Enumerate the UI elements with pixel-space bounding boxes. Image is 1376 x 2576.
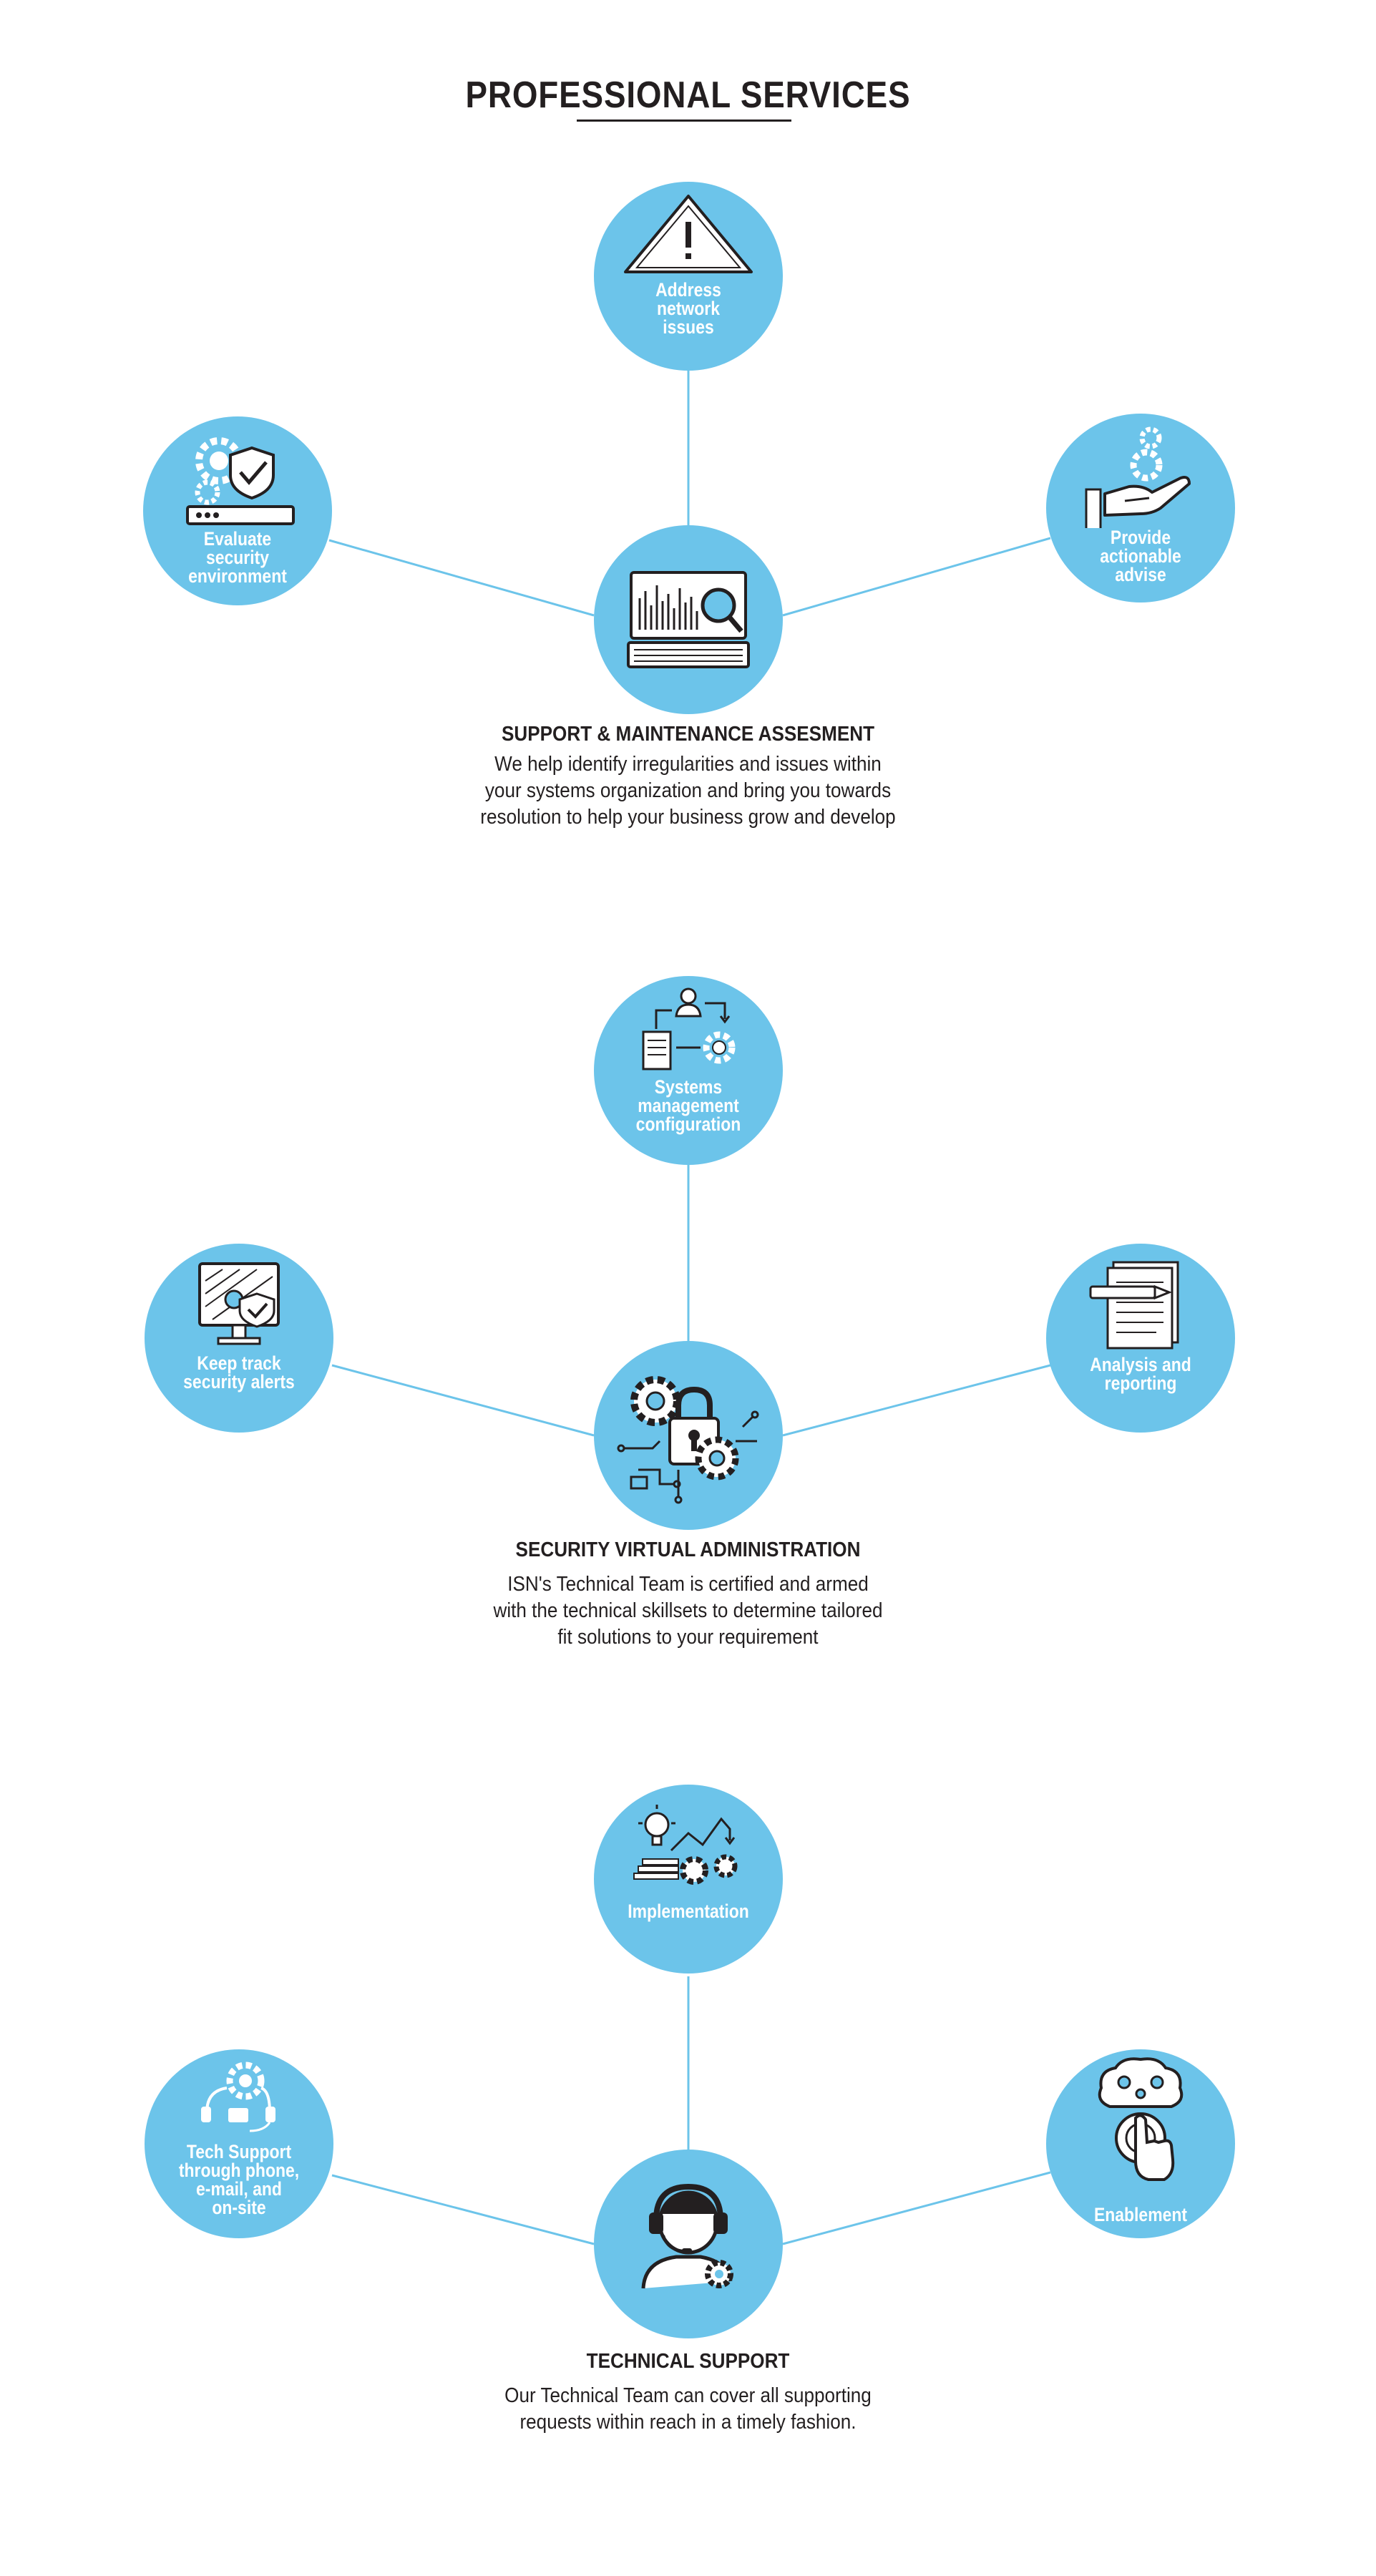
- node-center-technical-support: [594, 2150, 783, 2338]
- section-description: ISN's Technical Team is certified and ar…: [493, 1573, 883, 1649]
- node-enablement: Enablement: [1046, 2049, 1235, 2238]
- connector-right-center: [782, 2171, 1051, 2245]
- system-flow-icon: [642, 987, 736, 1070]
- node-label: Address network issues: [655, 279, 721, 338]
- document-pen-icon: [1089, 1261, 1179, 1350]
- node-label: Enablement: [1093, 2204, 1188, 2225]
- section-heading: TECHNICAL SUPPORT: [586, 2350, 790, 2373]
- node-keep-track-security-alerts: Keep track security alerts: [145, 1244, 333, 1433]
- headset-gear-icon: [201, 2062, 275, 2132]
- node-label: Tech Support through phone, e-mail, and …: [178, 2141, 300, 2218]
- section-heading: SUPPORT & MAINTENANCE ASSESMENT: [501, 723, 875, 746]
- brain-touch-icon: [1098, 2057, 1184, 2181]
- node-label: Provide actionable advise: [1100, 527, 1181, 585]
- hand-gear-icon: [1085, 426, 1191, 528]
- node-implementation: Implementation: [594, 1785, 783, 1974]
- idea-gears-icon: [633, 1805, 738, 1885]
- node-label: Implementation: [628, 1901, 749, 1922]
- connector-left-center: [331, 2174, 595, 2245]
- node-label: Evaluate security environment: [188, 528, 287, 587]
- node-label: Analysis and reporting: [1090, 1354, 1191, 1394]
- lock-gears-icon: [617, 1376, 759, 1504]
- section-description: Our Technical Team can cover all support…: [504, 2384, 872, 2434]
- node-address-network-issues: Address network issues: [594, 182, 783, 371]
- warning-icon: [624, 195, 753, 273]
- monitor-shield-icon: [198, 1262, 280, 1345]
- page-title: PROFESSIONAL SERVICES: [465, 74, 911, 116]
- node-analysis-and-reporting: Analysis and reporting: [1046, 1244, 1235, 1433]
- node-label: Systems management configuration: [635, 1076, 741, 1135]
- connector-left-center: [328, 539, 595, 617]
- security-gear-shield-icon: [186, 437, 295, 525]
- node-center-security-administration: [594, 1341, 783, 1530]
- node-provide-actionable-advise: Provide actionable advise: [1046, 414, 1235, 602]
- section-heading: SECURITY VIRTUAL ADMINISTRATION: [515, 1538, 861, 1561]
- node-center-support-maintenance: [594, 525, 783, 714]
- connector-right-center: [782, 1364, 1051, 1437]
- title-underline: [577, 119, 791, 122]
- node-label: Keep track security alerts: [183, 1352, 295, 1392]
- node-evaluate-security-environment: Evaluate security environment: [143, 416, 332, 605]
- connector-right-center: [782, 537, 1051, 617]
- section-description: We help identify irregularities and issu…: [480, 753, 896, 829]
- node-systems-management-configuration: Systems management configuration: [594, 976, 783, 1165]
- laptop-analytics-icon: [627, 571, 750, 668]
- connector-left-center: [331, 1364, 595, 1437]
- support-agent-icon: [641, 2183, 733, 2289]
- node-tech-support-channels: Tech Support through phone, e-mail, and …: [145, 2049, 333, 2238]
